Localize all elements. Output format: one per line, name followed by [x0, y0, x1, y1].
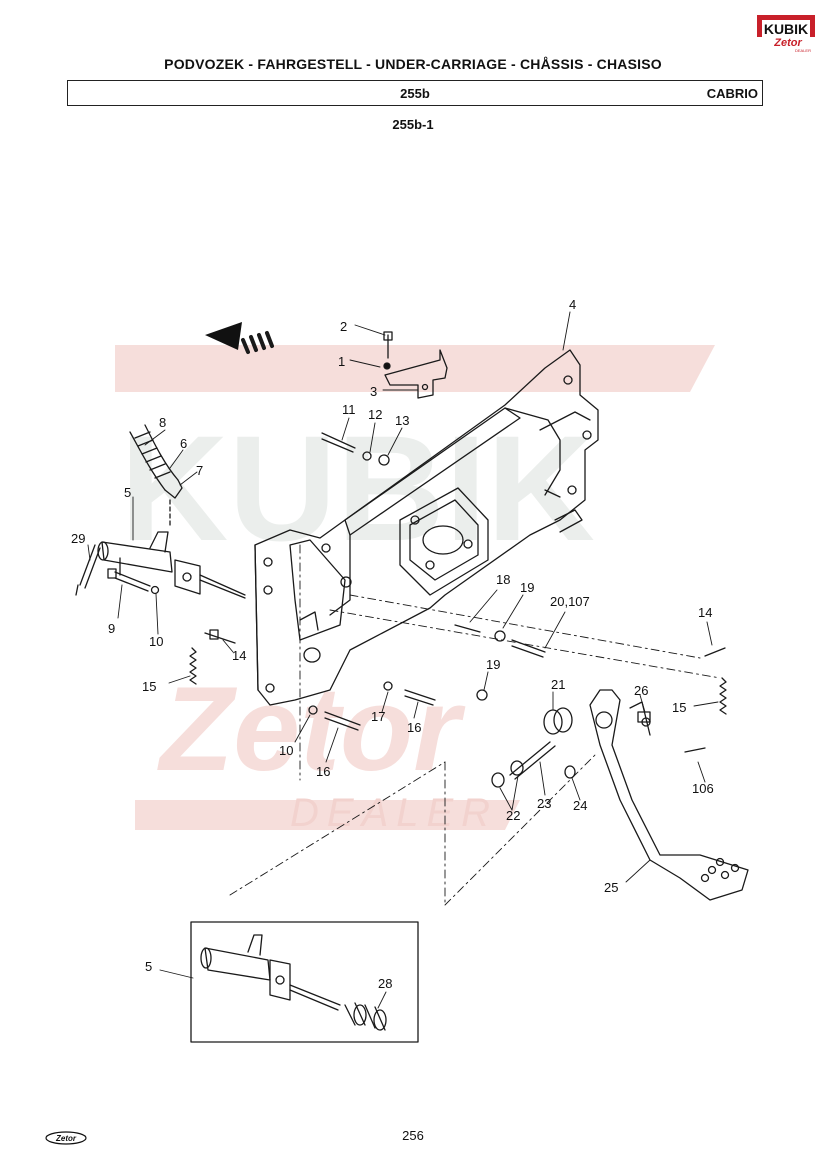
label-9: 9	[108, 621, 115, 636]
label-22: 22	[506, 808, 520, 823]
label-26: 26	[634, 683, 648, 698]
page-number: 256	[402, 1128, 424, 1143]
label-106: 106	[692, 781, 714, 796]
label-2: 2	[340, 319, 347, 334]
label-18: 18	[496, 572, 510, 587]
hose-part	[129, 424, 183, 529]
inset-detail-box	[190, 921, 419, 1043]
label-5-inset: 5	[145, 959, 152, 974]
logo-dealer-text: DEALER	[795, 48, 811, 53]
label-13: 13	[395, 413, 409, 428]
section-code: 255b	[400, 86, 430, 101]
leader-lines	[87, 311, 719, 1009]
label-16-right: 16	[407, 720, 421, 735]
logo-zetor-text: Zetor	[773, 37, 802, 49]
direction-arrow-icon	[205, 322, 274, 354]
label-8: 8	[159, 415, 166, 430]
label-14-right: 14	[698, 605, 712, 620]
page-title: PODVOZEK - FAHRGESTELL - UNDER-CARRIAGE …	[164, 56, 662, 72]
label-12: 12	[368, 407, 382, 422]
label-14-left: 14	[232, 648, 246, 663]
clutch-pedal-part	[589, 689, 749, 901]
label-16-lower: 16	[316, 764, 330, 779]
footer-zetor-logo: Zetor	[45, 1131, 87, 1145]
label-7: 7	[196, 463, 203, 478]
watermark-dealer-text: DEALER	[290, 791, 498, 835]
variant-label: CABRIO	[706, 86, 758, 101]
label-3: 3	[370, 384, 377, 399]
label-5: 5	[124, 485, 131, 500]
center-lines	[229, 544, 721, 906]
label-17: 17	[371, 709, 385, 724]
logo-kubik-text: KUBIK	[764, 21, 808, 37]
label-19-upper: 19	[520, 580, 534, 595]
label-6: 6	[180, 436, 187, 451]
figure-code: 255b-1	[392, 117, 434, 132]
label-24: 24	[573, 798, 587, 813]
label-20-107: 20,107	[550, 594, 590, 609]
watermark-kubik-text: KUBIK	[120, 404, 595, 572]
return-spring-part	[189, 647, 727, 715]
pedal-frame-part	[254, 349, 599, 706]
bolts-group	[107, 432, 726, 753]
watermark-zetor-text: Zetor	[157, 662, 466, 796]
label-11: 11	[342, 402, 356, 417]
clutch-cylinder-part	[97, 531, 246, 599]
label-15-right: 15	[672, 700, 686, 715]
label-19-lower: 19	[486, 657, 500, 672]
bracket-part	[384, 349, 448, 399]
watermark: KUBIK Zetor DEALER	[115, 345, 715, 835]
label-1: 1	[338, 354, 345, 369]
label-25: 25	[604, 880, 618, 895]
label-29: 29	[71, 531, 85, 546]
push-rod-part	[75, 544, 101, 596]
label-21: 21	[551, 677, 565, 692]
footer-logo-text: Zetor	[55, 1134, 77, 1143]
label-28: 28	[378, 976, 392, 991]
label-10-upper: 10	[149, 634, 163, 649]
label-10-lower: 10	[279, 743, 293, 758]
part-labels: 2 1 3 4 8 6 7 5 29 9 10 11 12 13 18 19 2…	[71, 297, 714, 991]
label-4: 4	[569, 297, 576, 312]
bushing-part	[491, 707, 651, 788]
label-15-left: 15	[142, 679, 156, 694]
header-box: 255b CABRIO	[67, 80, 763, 106]
kubik-zetor-logo: KUBIK Zetor DEALER	[757, 15, 815, 53]
label-23: 23	[537, 796, 551, 811]
